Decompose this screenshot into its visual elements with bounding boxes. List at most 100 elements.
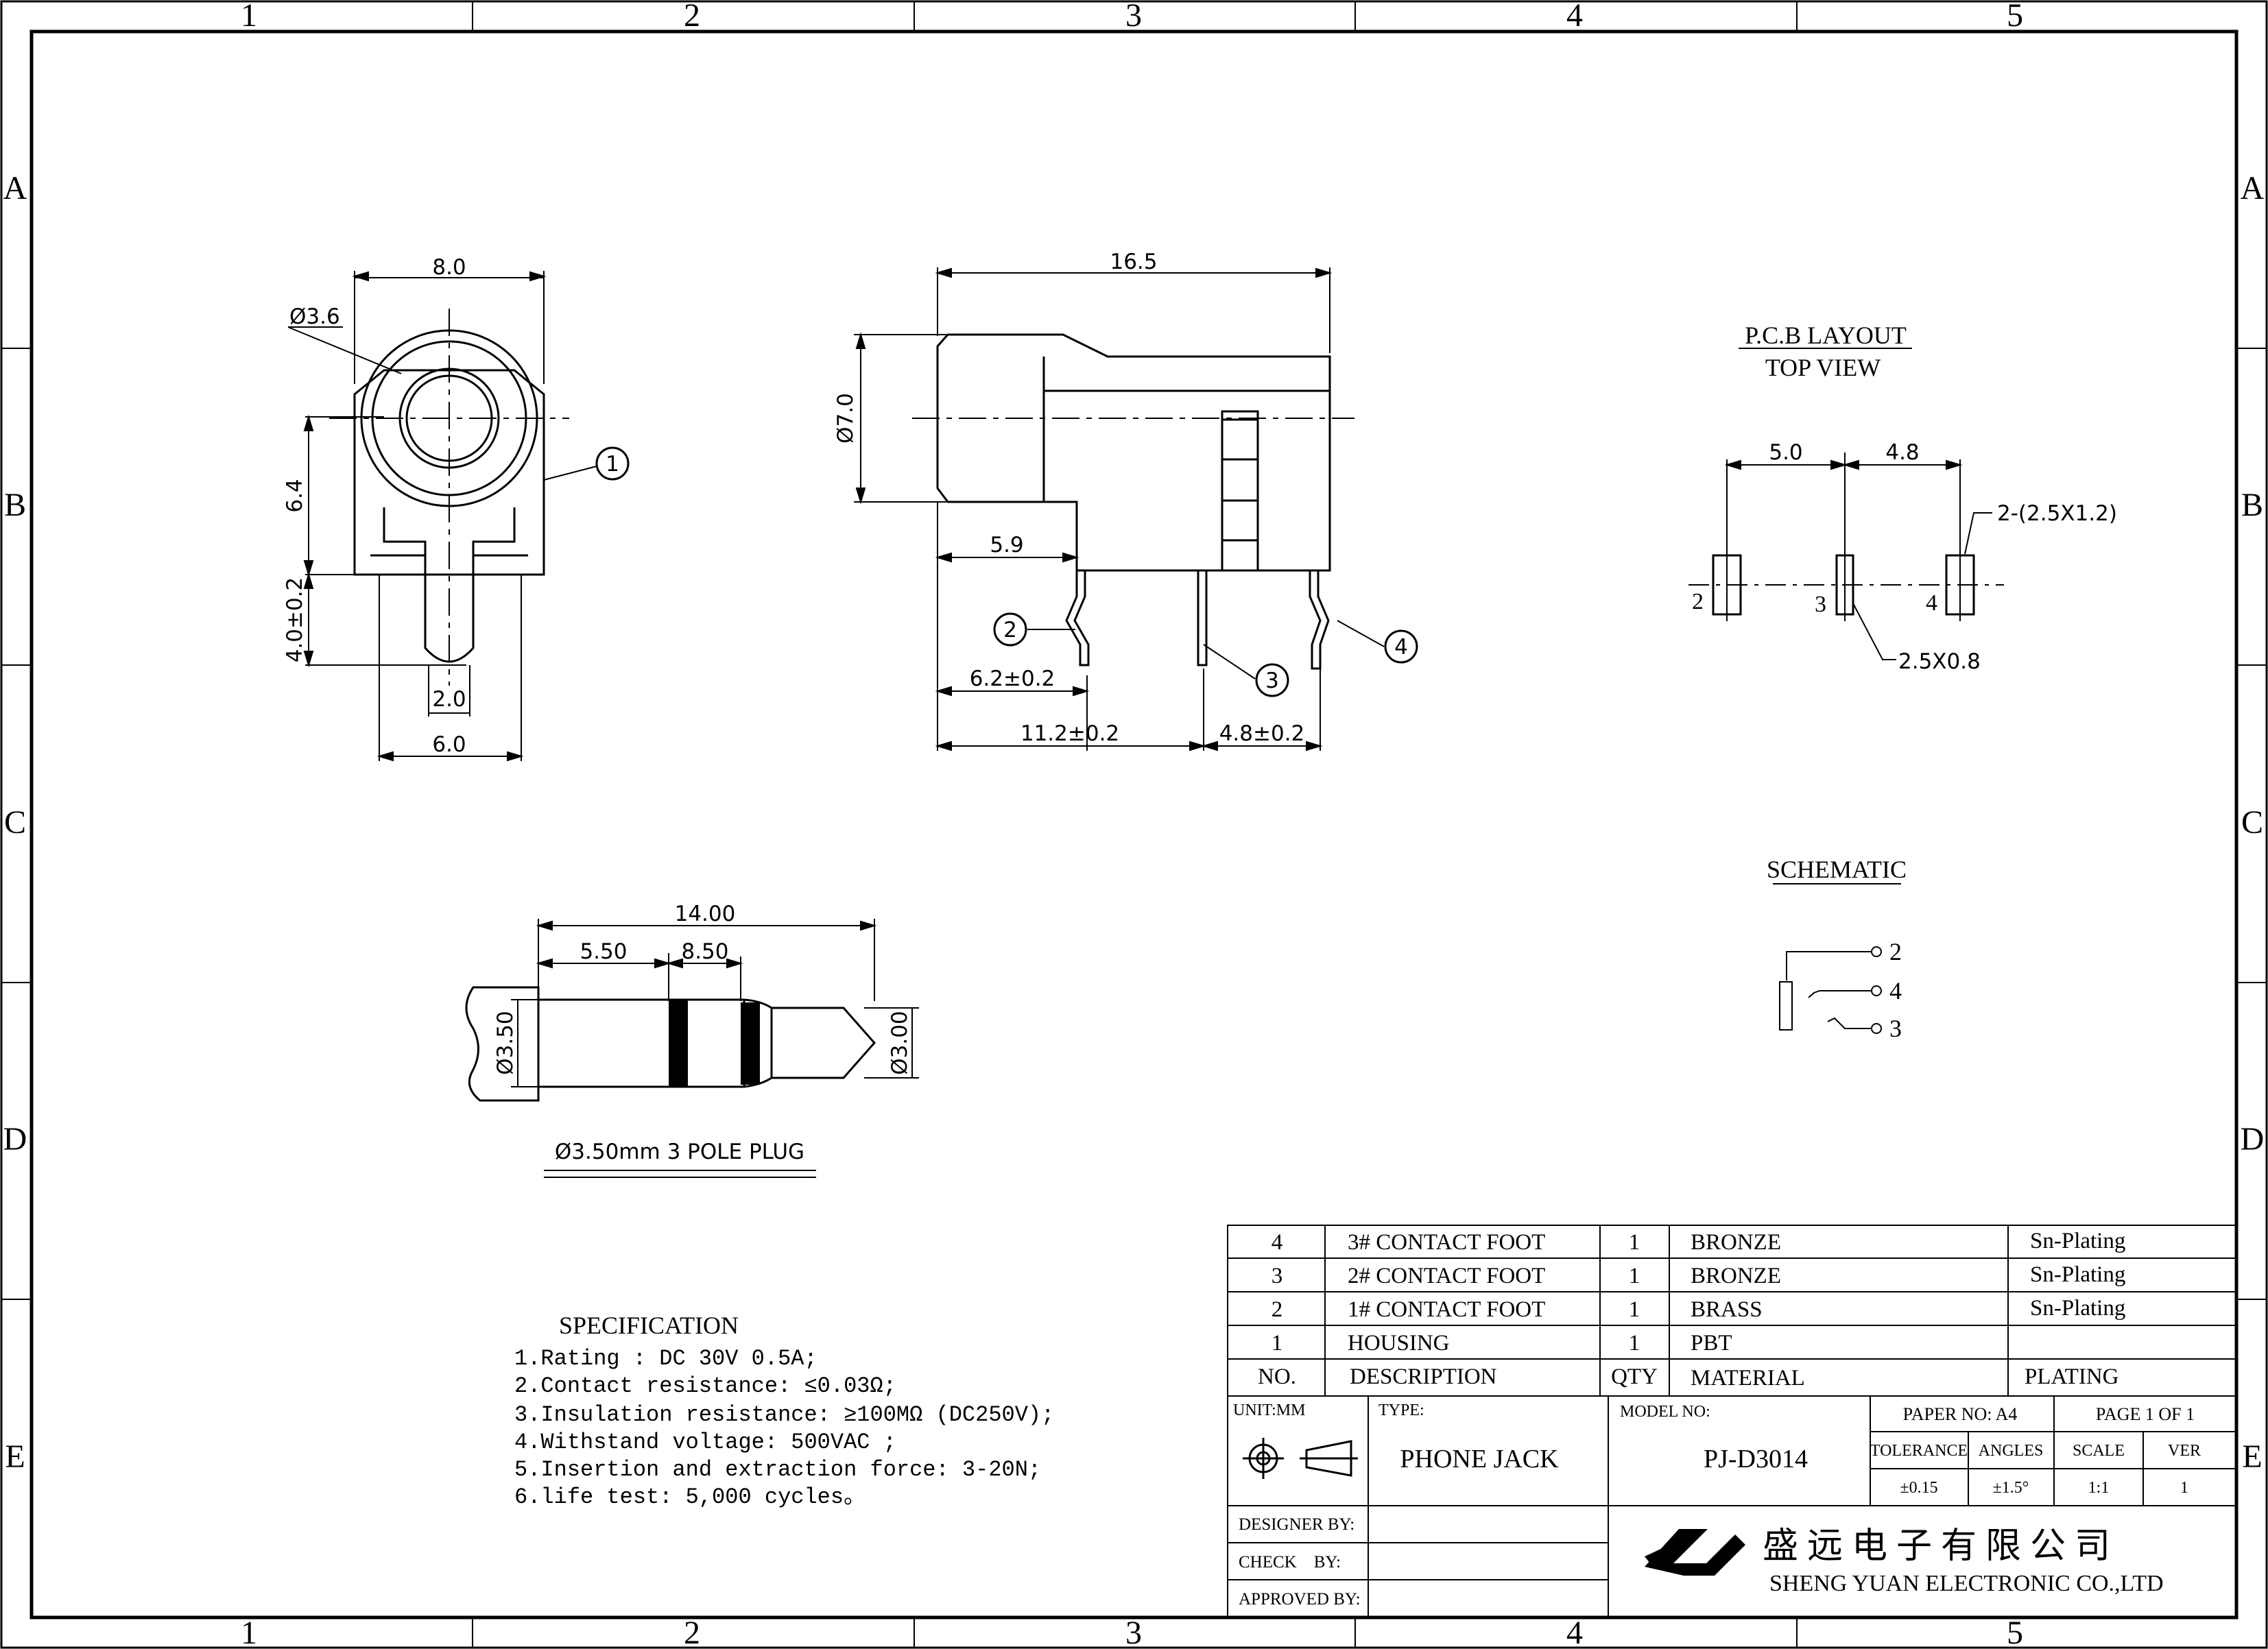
side-callout-3: 3 bbox=[1265, 669, 1279, 693]
schematic-pin-3: 3 bbox=[1889, 1015, 1902, 1042]
bom-row-2-qty: 1 bbox=[1629, 1264, 1640, 1288]
side-view: 16.5 Ø7.0 5.9 6.2±0.2 11.2±0.2 4.8±0.2 2… bbox=[833, 250, 1418, 751]
side-callout-4: 4 bbox=[1394, 635, 1408, 660]
bom-row-4-material: PBT bbox=[1691, 1331, 1732, 1356]
pcb-dim-pads: 2-(2.5X1.2) bbox=[1997, 501, 2117, 526]
plug-dim-a: 5.50 bbox=[580, 939, 627, 964]
spec-title: SPECIFICATION bbox=[559, 1312, 739, 1339]
scale-value: 1:1 bbox=[2088, 1479, 2110, 1497]
plug-drawing: 14.00 5.50 8.50 Ø3.50 Ø3.00 Ø3.50mm 3 PO… bbox=[465, 902, 919, 1178]
bom-header-description: DESCRIPTION bbox=[1350, 1364, 1497, 1389]
title-block: UNIT:MM TYPE: PHONE JACK MODEL NO: PJ-D3… bbox=[1227, 1395, 2237, 1618]
bom-row-1-qty: 1 bbox=[1629, 1230, 1640, 1255]
bom-header-qty: QTY bbox=[1611, 1364, 1658, 1389]
tolerance-value: ±0.15 bbox=[1900, 1479, 1937, 1497]
schematic-title: SCHEMATIC bbox=[1767, 856, 1907, 883]
col-label-bottom-1: 1 bbox=[241, 1615, 257, 1649]
bom-row-2-no: 3 bbox=[1272, 1264, 1283, 1288]
pcb-dim-right: 4.8 bbox=[1885, 440, 1919, 465]
bom-row-1-no: 4 bbox=[1272, 1230, 1283, 1255]
bom-table: 4 3# CONTACT FOOT 1 BRONZE Sn-Plating 3 … bbox=[1227, 1225, 2237, 1397]
pcb-pad-label-2: 2 bbox=[1692, 589, 1704, 614]
spec-line-3: 3.Insulation resistance: ≥100MΩ (DC250V)… bbox=[514, 1402, 1054, 1428]
bom-row-2-material: BRONZE bbox=[1691, 1264, 1781, 1288]
col-label-bottom-5: 5 bbox=[2007, 1615, 2023, 1649]
pcb-dim-left: 5.0 bbox=[1769, 440, 1802, 465]
side-dim-offset: 5.9 bbox=[990, 533, 1023, 557]
row-label-right-e: E bbox=[2242, 1439, 2262, 1475]
specification: SPECIFICATION 1.Rating : DC 30V 0.5A; 2.… bbox=[514, 1312, 1054, 1510]
ver-value: 1 bbox=[2180, 1479, 2188, 1497]
front-dim-pin-length: 4.0±0.2 bbox=[283, 577, 307, 663]
col-label-bottom-3: 3 bbox=[1125, 1615, 1142, 1649]
col-label-bottom-4: 4 bbox=[1566, 1615, 1583, 1649]
front-view: 8.0 Ø3.6 6.4 4.0±0.2 2.0 6.0 1 bbox=[283, 255, 630, 762]
row-label-right-a: A bbox=[2241, 170, 2265, 206]
company-name-cn: 盛 远 电 子 有 限 公 司 bbox=[1763, 1527, 2110, 1566]
schematic: SCHEMATIC 2 4 3 bbox=[1767, 856, 1907, 1042]
model-label: MODEL NO: bbox=[1620, 1403, 1710, 1421]
bom-row-4-qty: 1 bbox=[1629, 1331, 1640, 1356]
company-name-en: SHENG YUAN ELECTRONIC CO.,LTD bbox=[1769, 1571, 2164, 1596]
col-label-top-3: 3 bbox=[1125, 0, 1142, 34]
angles-label: ANGLES bbox=[1979, 1442, 2044, 1460]
spec-line-2: 2.Contact resistance: ≤0.03Ω; bbox=[514, 1373, 896, 1399]
company-logo-icon bbox=[1645, 1529, 1745, 1576]
schematic-pin-2: 2 bbox=[1889, 938, 1902, 965]
designer-label: DESIGNER BY: bbox=[1239, 1515, 1354, 1534]
front-dim-width: 8.0 bbox=[432, 255, 466, 280]
page-number: PAGE 1 OF 1 bbox=[2096, 1404, 2195, 1424]
pcb-dim-pad: 2.5X0.8 bbox=[1898, 649, 1981, 674]
col-label-bottom-2: 2 bbox=[684, 1615, 700, 1649]
plug-dim-total: 14.00 bbox=[675, 902, 736, 926]
col-label-top-4: 4 bbox=[1566, 0, 1583, 34]
paper-no: PAPER NO: A4 bbox=[1903, 1404, 2018, 1424]
pcb-layout: P.C.B LAYOUT TOP VIEW 5.0 4.8 2-(2.5X1.2… bbox=[1688, 322, 2117, 674]
type-value: PHONE JACK bbox=[1400, 1445, 1559, 1473]
bom-row-2-desc: 2# CONTACT FOOT bbox=[1348, 1264, 1545, 1288]
projection-symbol-icon bbox=[1243, 1438, 1358, 1479]
bom-row-1-plating: Sn-Plating bbox=[2030, 1229, 2125, 1253]
front-dim-height: 6.4 bbox=[283, 479, 307, 512]
bom-row-4-no: 1 bbox=[1272, 1331, 1283, 1356]
side-dim-pin2: 6.2±0.2 bbox=[970, 666, 1055, 691]
front-dim-hole: Ø3.6 bbox=[289, 304, 340, 329]
pcb-layout-title: P.C.B LAYOUT bbox=[1745, 322, 1907, 349]
type-label: TYPE: bbox=[1378, 1401, 1424, 1419]
row-label-right-b: B bbox=[2241, 487, 2263, 523]
col-label-top-2: 2 bbox=[684, 0, 700, 34]
plug-dim-tip-dia: Ø3.00 bbox=[887, 1011, 912, 1074]
row-label-left-d: D bbox=[3, 1121, 27, 1157]
check-label: CHECK BY: bbox=[1239, 1553, 1341, 1572]
front-callout-1: 1 bbox=[606, 452, 619, 477]
front-dim-base-width: 6.0 bbox=[432, 732, 466, 757]
row-label-left-b: B bbox=[4, 487, 26, 523]
bom-row-1-desc: 3# CONTACT FOOT bbox=[1348, 1230, 1545, 1255]
bom-header-plating: PLATING bbox=[2025, 1364, 2119, 1389]
pcb-layout-subtitle: TOP VIEW bbox=[1765, 354, 1881, 381]
plug-dim-b: 8.50 bbox=[681, 939, 728, 964]
bom-row-1-material: BRONZE bbox=[1691, 1230, 1781, 1255]
spec-line-1: 1.Rating : DC 30V 0.5A; bbox=[514, 1346, 817, 1371]
col-label-top-5: 5 bbox=[2007, 0, 2023, 34]
spec-line-4: 4.Withstand voltage: 500VAC ; bbox=[514, 1430, 896, 1455]
bom-row-4-desc: HOUSING bbox=[1348, 1331, 1450, 1356]
angles-value: ±1.5° bbox=[1993, 1479, 2029, 1497]
ver-label: VER bbox=[2168, 1442, 2201, 1460]
scale-label: SCALE bbox=[2073, 1442, 2125, 1460]
side-dim-pin-gap: 4.8±0.2 bbox=[1219, 721, 1305, 746]
front-dim-pin-width: 2.0 bbox=[432, 687, 466, 712]
tolerance-label: TOLERANCE bbox=[1870, 1442, 1968, 1460]
spec-line-6: 6.life test: 5,000 cycles。 bbox=[514, 1484, 866, 1510]
side-dim-pin-span: 11.2±0.2 bbox=[1020, 721, 1119, 746]
approved-label: APPROVED BY: bbox=[1239, 1590, 1361, 1609]
plug-dim-body-dia: Ø3.50 bbox=[493, 1011, 518, 1074]
row-label-left-e: E bbox=[5, 1439, 25, 1475]
bom-row-3-material: BRASS bbox=[1691, 1297, 1763, 1322]
side-callout-2: 2 bbox=[1003, 618, 1017, 642]
row-label-left-a: A bbox=[3, 170, 27, 206]
bom-row-3-plating: Sn-Plating bbox=[2030, 1296, 2125, 1321]
unit-label: UNIT:MM bbox=[1233, 1401, 1305, 1419]
